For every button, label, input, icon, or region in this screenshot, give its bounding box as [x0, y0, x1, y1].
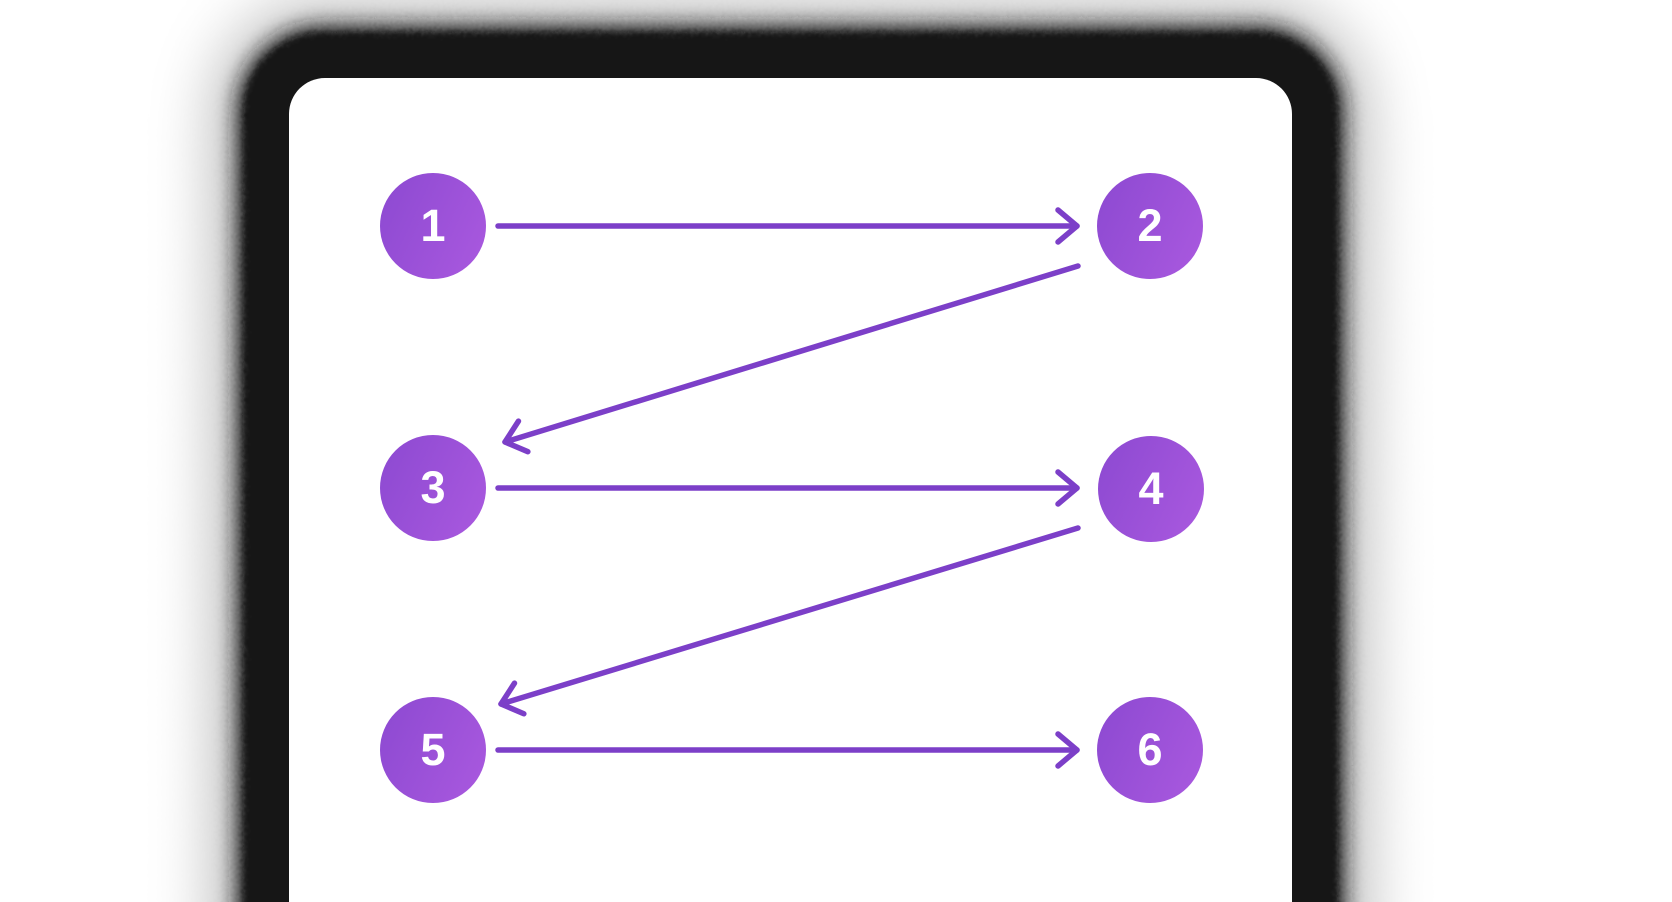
step-node-1-label: 1 [420, 199, 446, 251]
step-node-2: 2 [1097, 173, 1203, 279]
step-node-4-label: 4 [1138, 462, 1164, 514]
step-node-1: 1 [380, 173, 486, 279]
step-node-2-label: 2 [1137, 199, 1163, 251]
step-node-4: 4 [1098, 436, 1204, 542]
step-node-6-label: 6 [1137, 723, 1163, 775]
step-node-5: 5 [380, 697, 486, 803]
step-node-3: 3 [380, 435, 486, 541]
step-node-5-label: 5 [420, 723, 446, 775]
step-node-3-label: 3 [420, 461, 446, 513]
step-node-6: 6 [1097, 697, 1203, 803]
